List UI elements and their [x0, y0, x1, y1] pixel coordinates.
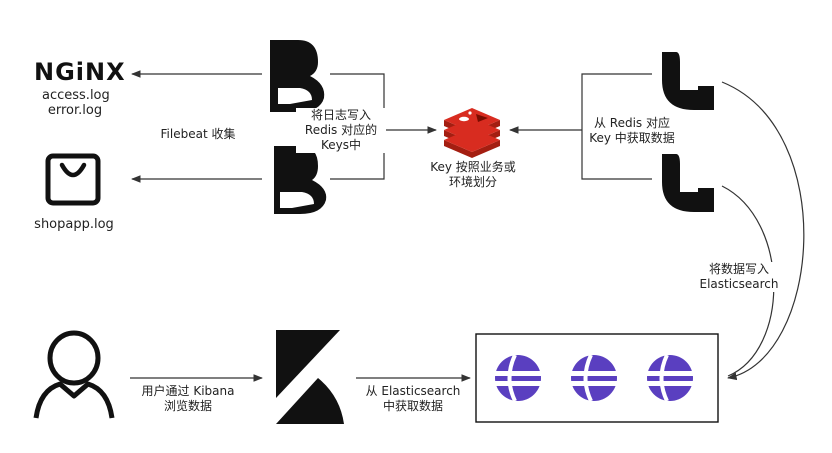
filebeat-collect-label: Filebeat 收集: [160, 127, 236, 141]
filebeat-icon: [274, 146, 327, 214]
write-redis-line: 将日志写入: [310, 108, 371, 122]
user-browse-line: 用户通过 Kibana: [141, 384, 235, 398]
elasticsearch-node-icon: [495, 354, 541, 402]
elasticsearch-node-icon: [571, 354, 617, 402]
write-redis-line: Redis 对应的: [304, 123, 378, 137]
fetch-redis-label: 从 Redis 对应 Key 中获取数据: [583, 116, 681, 146]
write-es-line: 将数据写入: [708, 262, 769, 276]
user-browse-label: 用户通过 Kibana 浏览数据: [136, 384, 240, 414]
filebeat-icon: [270, 40, 325, 112]
elasticsearch-node-icon: [647, 354, 693, 402]
user-browse-line: 浏览数据: [163, 399, 212, 413]
logstash-icon: [662, 52, 714, 110]
redis-partition-line: 环境划分: [448, 175, 497, 189]
access-log-text: access.log: [42, 88, 110, 103]
error-log-text: error.log: [47, 103, 103, 118]
write-es-label: 将数据写入 Elasticsearch: [694, 262, 784, 292]
shopapp-log-label: shopapp.log: [34, 217, 114, 232]
bracket-logstash: [581, 73, 652, 180]
kibana-icon: [276, 330, 344, 424]
fetch-es-line: 中获取数据: [382, 399, 443, 413]
redis-partition-line: Key 按照业务或: [430, 160, 516, 174]
write-redis-label: 将日志写入 Redis 对应的 Keys中: [296, 108, 386, 153]
shopping-bag-icon: [45, 153, 101, 206]
connectors: [130, 70, 805, 382]
fetch-redis-line: 从 Redis 对应: [593, 116, 670, 130]
nginx-log-label: access.log error.log: [42, 88, 110, 118]
curve-logstash1-to-es: [721, 81, 805, 381]
redis-icon: [444, 108, 500, 158]
nginx-logo: NGiNX: [34, 58, 126, 86]
fetch-redis-line: Key 中获取数据: [589, 131, 675, 145]
user-icon: [33, 330, 115, 419]
fetch-es-label: 从 Elasticsearch 中获取数据: [364, 384, 462, 414]
redis-partition-label: Key 按照业务或 环境划分: [420, 160, 526, 190]
write-es-line: Elasticsearch: [699, 277, 779, 291]
fetch-es-line: 从 Elasticsearch: [365, 384, 461, 398]
logstash-icon: [662, 154, 714, 212]
write-redis-line: Keys中: [320, 138, 361, 152]
